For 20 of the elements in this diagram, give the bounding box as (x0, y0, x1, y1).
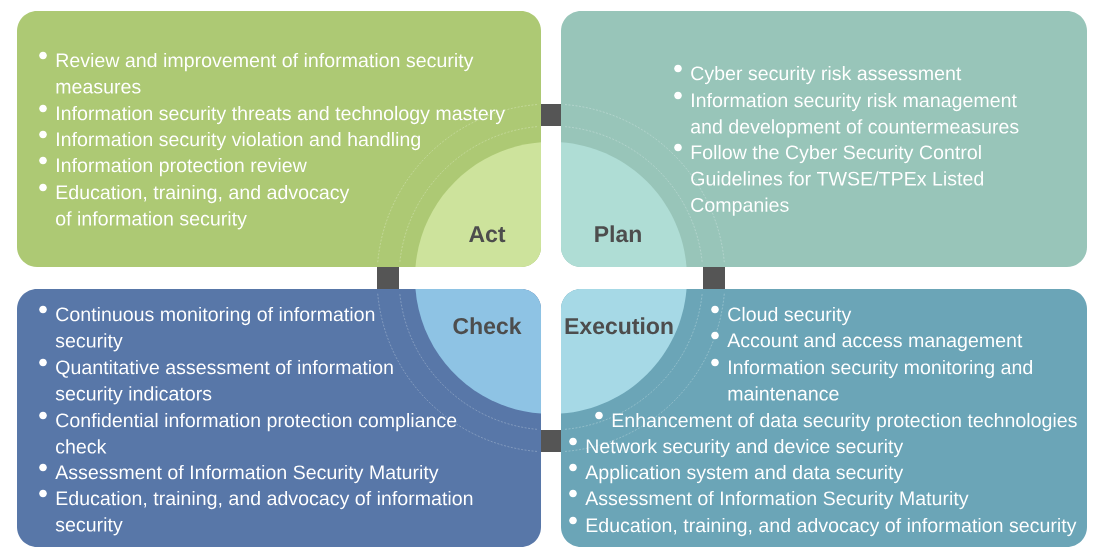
list-item: Assessment of Information Security Maturity (585, 490, 969, 510)
list-item: Information security monitoring and maintenance (728, 359, 1032, 401)
list-item: Assessment of Information Security Maturity (55, 464, 439, 484)
list-item: Cyber security risk assessment (691, 65, 962, 85)
list-item: Enhancement of data security protection technologies (612, 412, 1077, 432)
list-item: Education, training, and advocacy of information security (56, 184, 350, 230)
list-item: Review and improvement of information security measures (56, 52, 474, 94)
list-item: Account and access management (727, 332, 1023, 352)
list-item: Continuous monitoring of information security (55, 306, 375, 352)
list-item: Cloud security (728, 306, 852, 326)
list-item: Education, training, and advocacy of information security (586, 517, 1077, 537)
list-item: Network security and device security (586, 438, 904, 458)
list-item: Quantitative assessment of information security indicators (55, 359, 393, 405)
list-item: Education, training, and advocacy of information security (55, 490, 473, 536)
list-item: Information security threats and technology mastery (57, 105, 506, 125)
list-item: Follow the Cyber Security Control Guidelines for TWSE/TPEx Listed Companies (691, 144, 984, 216)
list-item: Information protection review (57, 157, 307, 177)
list-item: Confidential information protection compliance check (56, 412, 457, 454)
list-item: Information security risk management and development of countermeasures (691, 92, 1019, 138)
list-item: Application system and data security (585, 464, 904, 484)
